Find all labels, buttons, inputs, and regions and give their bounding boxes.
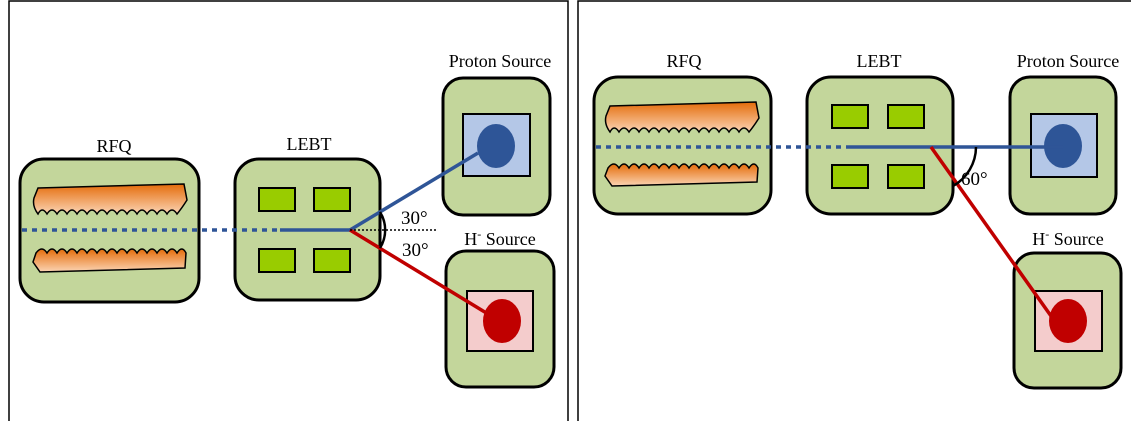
left-angle-top: 30°	[401, 208, 428, 229]
right-hminus-source: H- Source	[1012, 227, 1123, 390]
left-proton-source: Proton Source	[441, 51, 552, 217]
left-rfq-vane-bottom	[32, 248, 187, 273]
left-proton-blob	[477, 124, 515, 168]
left-rfq-vane-top	[32, 183, 188, 216]
right-quadrupole-4	[887, 164, 925, 189]
right-hminus-blob	[1049, 299, 1087, 343]
right-angle-arc	[952, 146, 978, 188]
right-hminus-beam	[929, 145, 1053, 318]
right-panel: RFQ LEBT Proton Source H- Source	[592, 51, 1123, 390]
left-angle-arc	[378, 211, 387, 249]
left-rfq-label: RFQ	[96, 136, 131, 156]
right-rfq: RFQ	[592, 51, 773, 216]
left-rfq: RFQ	[18, 136, 201, 304]
left-lebt: LEBT	[233, 134, 382, 302]
left-panel-frame	[8, 0, 569, 421]
left-proton-beam	[349, 151, 479, 232]
right-rfq-vane-bottom	[604, 163, 759, 187]
left-hminus-label: H- Source	[464, 227, 535, 249]
right-rfq-vane-top	[604, 101, 760, 134]
left-hminus-source: H- Source	[444, 227, 556, 389]
right-angle: 60°	[961, 169, 988, 190]
right-proton-source: Proton Source	[1008, 51, 1120, 216]
left-quadrupole-2	[313, 187, 351, 212]
right-hminus-label: H- Source	[1032, 227, 1103, 249]
right-quadrupole-2	[887, 104, 925, 129]
right-panel-frame	[577, 0, 1131, 421]
right-lebt: LEBT	[805, 51, 955, 216]
right-lebt-label: LEBT	[857, 51, 902, 71]
left-quadrupole-3	[258, 248, 296, 273]
right-quadrupole-3	[831, 164, 869, 189]
left-hminus-blob	[483, 299, 521, 343]
right-rfq-label: RFQ	[666, 51, 701, 71]
left-quadrupole-4	[313, 248, 351, 273]
left-lebt-label: LEBT	[287, 134, 332, 154]
left-panel: RFQ LEBT Proton Source H- Source	[18, 51, 556, 389]
left-angle-bottom: 30°	[402, 240, 429, 261]
right-quadrupole-1	[831, 104, 869, 129]
left-hminus-beam	[349, 228, 489, 316]
right-proton-label: Proton Source	[1017, 51, 1120, 71]
left-proton-label: Proton Source	[449, 51, 552, 71]
left-quadrupole-1	[258, 187, 296, 212]
